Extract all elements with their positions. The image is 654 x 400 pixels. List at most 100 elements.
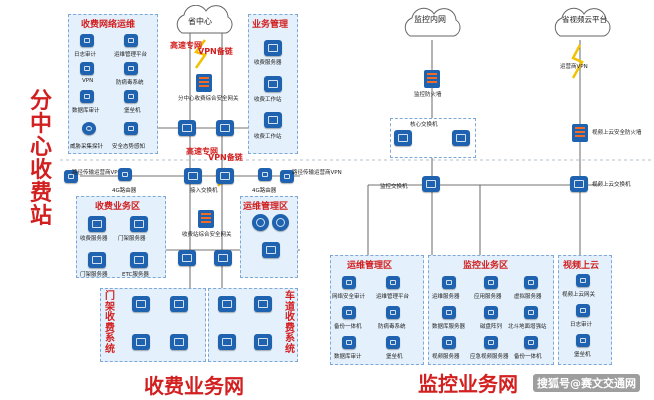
lane-icon bbox=[254, 334, 272, 350]
database-icon bbox=[80, 90, 94, 103]
label-video-fw: 视频上云安全防火墙 bbox=[592, 130, 642, 136]
database-icon bbox=[342, 336, 356, 349]
link-vpn2-label: VPN备链 bbox=[208, 153, 243, 162]
switch-icon bbox=[452, 130, 470, 146]
left-vertical-title: 分中心收费站 bbox=[29, 88, 52, 230]
shield-icon bbox=[124, 62, 138, 75]
zone-toll-biz-title: 收费业务区 bbox=[95, 202, 141, 212]
zone-ops-top-title: 收费网络运维 bbox=[81, 20, 136, 30]
server-icon bbox=[342, 306, 356, 319]
label-video-switch: 视频上云交换机 bbox=[592, 182, 631, 188]
label-net-audit: 网络安全审计 bbox=[332, 294, 366, 300]
watermark: 搜狐号@赛文交通网 bbox=[533, 374, 640, 392]
label-toll-server: 收费服务器 bbox=[80, 236, 108, 242]
gantry-icon bbox=[170, 296, 188, 312]
label-disk-array: 磁盘阵列 bbox=[480, 324, 503, 330]
bottom-left-title: 收费业务网 bbox=[144, 374, 244, 398]
device-icon bbox=[64, 170, 78, 183]
database-icon bbox=[442, 306, 456, 319]
disk-array-icon bbox=[484, 306, 498, 319]
label-toll-server: 收费服务器 bbox=[254, 60, 282, 66]
zone-video-up-title: 视频上云 bbox=[563, 261, 600, 271]
firewall-icon bbox=[424, 70, 440, 88]
server-icon bbox=[130, 252, 148, 268]
gantry-icon bbox=[132, 296, 150, 312]
label-device-right: 路径传输运营商VPN bbox=[292, 170, 342, 176]
label-beidou: 北斗地面增强站 bbox=[508, 324, 547, 330]
label-log-audit: 日志审计 bbox=[570, 322, 593, 328]
router-icon bbox=[258, 168, 272, 181]
lane-icon bbox=[254, 296, 272, 312]
label-bastion: 堡垒机 bbox=[386, 354, 403, 360]
zone-ops-mgmt: 运维管理区 bbox=[240, 196, 298, 278]
server-icon bbox=[130, 216, 148, 232]
server-icon bbox=[124, 34, 138, 47]
user-icon bbox=[252, 214, 269, 231]
cloud-video-label: 省视频云平台 bbox=[562, 15, 607, 24]
server-icon bbox=[80, 34, 94, 47]
firewall-icon bbox=[572, 124, 588, 142]
bottom-right-title: 监控业务网 bbox=[418, 372, 518, 396]
server-icon bbox=[524, 336, 538, 349]
switch-icon bbox=[216, 120, 234, 136]
server-icon bbox=[264, 40, 282, 56]
cloud-province-label: 省中心 bbox=[188, 17, 212, 26]
switch-icon bbox=[184, 168, 202, 184]
bastion-icon bbox=[386, 336, 400, 349]
label-virtual-server: 虚拟服务器 bbox=[514, 294, 542, 300]
probe-icon bbox=[82, 122, 96, 135]
link-highspeed2-label: 高速专网 bbox=[186, 147, 218, 156]
label-workstation-1: 收费工作站 bbox=[254, 97, 282, 103]
router-icon bbox=[118, 168, 132, 181]
label-bastion: 堡垒机 bbox=[124, 108, 141, 114]
zone-ops-mgmt-title: 运维管理区 bbox=[243, 202, 289, 212]
label-db-server: 数据库服务器 bbox=[432, 324, 466, 330]
bastion-icon bbox=[576, 334, 590, 347]
label-log-audit: 日志审计 bbox=[74, 52, 97, 58]
monitor-icon bbox=[124, 122, 138, 135]
server-icon bbox=[576, 304, 590, 317]
device-icon bbox=[280, 170, 294, 183]
lane-icon bbox=[218, 296, 236, 312]
label-access-switch: 接入交换机 bbox=[190, 188, 218, 194]
switch-icon bbox=[216, 168, 234, 184]
label-workstation-2: 收费工作站 bbox=[254, 134, 282, 140]
label-gantry-server: 门架服务器 bbox=[118, 236, 146, 242]
switch-icon bbox=[570, 176, 588, 192]
gantry-icon bbox=[170, 334, 188, 350]
server-icon bbox=[88, 216, 106, 232]
link-highspeed-label: 高速专网 bbox=[170, 41, 202, 50]
vpn-icon bbox=[80, 62, 94, 75]
server-icon bbox=[88, 252, 106, 268]
label-center-fw: 分中心收费综合安全网关 bbox=[178, 96, 239, 102]
user-group-icon bbox=[262, 242, 280, 258]
label-video-server: 视频服务器 bbox=[432, 354, 460, 360]
cloud-icon bbox=[404, 7, 461, 37]
label-antivirus: 防病毒系统 bbox=[378, 324, 406, 330]
bastion-icon bbox=[124, 90, 138, 103]
link-vpn-label: VPN备链 bbox=[198, 47, 233, 56]
label-situation: 安全态势感知 bbox=[112, 144, 146, 150]
firewall-icon bbox=[198, 210, 214, 228]
zone-gantry-title: 门架收费系统 bbox=[105, 291, 115, 355]
label-mon-switch: 监控交换机 bbox=[380, 184, 408, 190]
switch-icon bbox=[178, 120, 196, 136]
label-device-left: 路径传输运营商VPN bbox=[72, 170, 122, 176]
switch-icon bbox=[394, 130, 412, 146]
zone-mon-ops-title: 运维管理区 bbox=[347, 261, 393, 271]
firewall-icon bbox=[196, 74, 212, 92]
server-icon bbox=[484, 276, 498, 289]
zone-mon-biz-title: 监控业务区 bbox=[463, 261, 509, 271]
server-icon bbox=[524, 276, 538, 289]
workstation-icon bbox=[264, 76, 282, 92]
gantry-icon bbox=[132, 334, 150, 350]
label-probe: 威胁采集探针 bbox=[70, 144, 104, 150]
label-gantry-server-2: 门架服务器 bbox=[80, 272, 108, 278]
server-icon bbox=[442, 276, 456, 289]
zone-gantry bbox=[100, 288, 206, 362]
user-icon bbox=[272, 214, 289, 231]
label-mon-fw: 监控防火墙 bbox=[414, 92, 442, 98]
beidou-icon bbox=[524, 306, 538, 319]
label-ops-platform: 运维管理平台 bbox=[114, 52, 148, 58]
